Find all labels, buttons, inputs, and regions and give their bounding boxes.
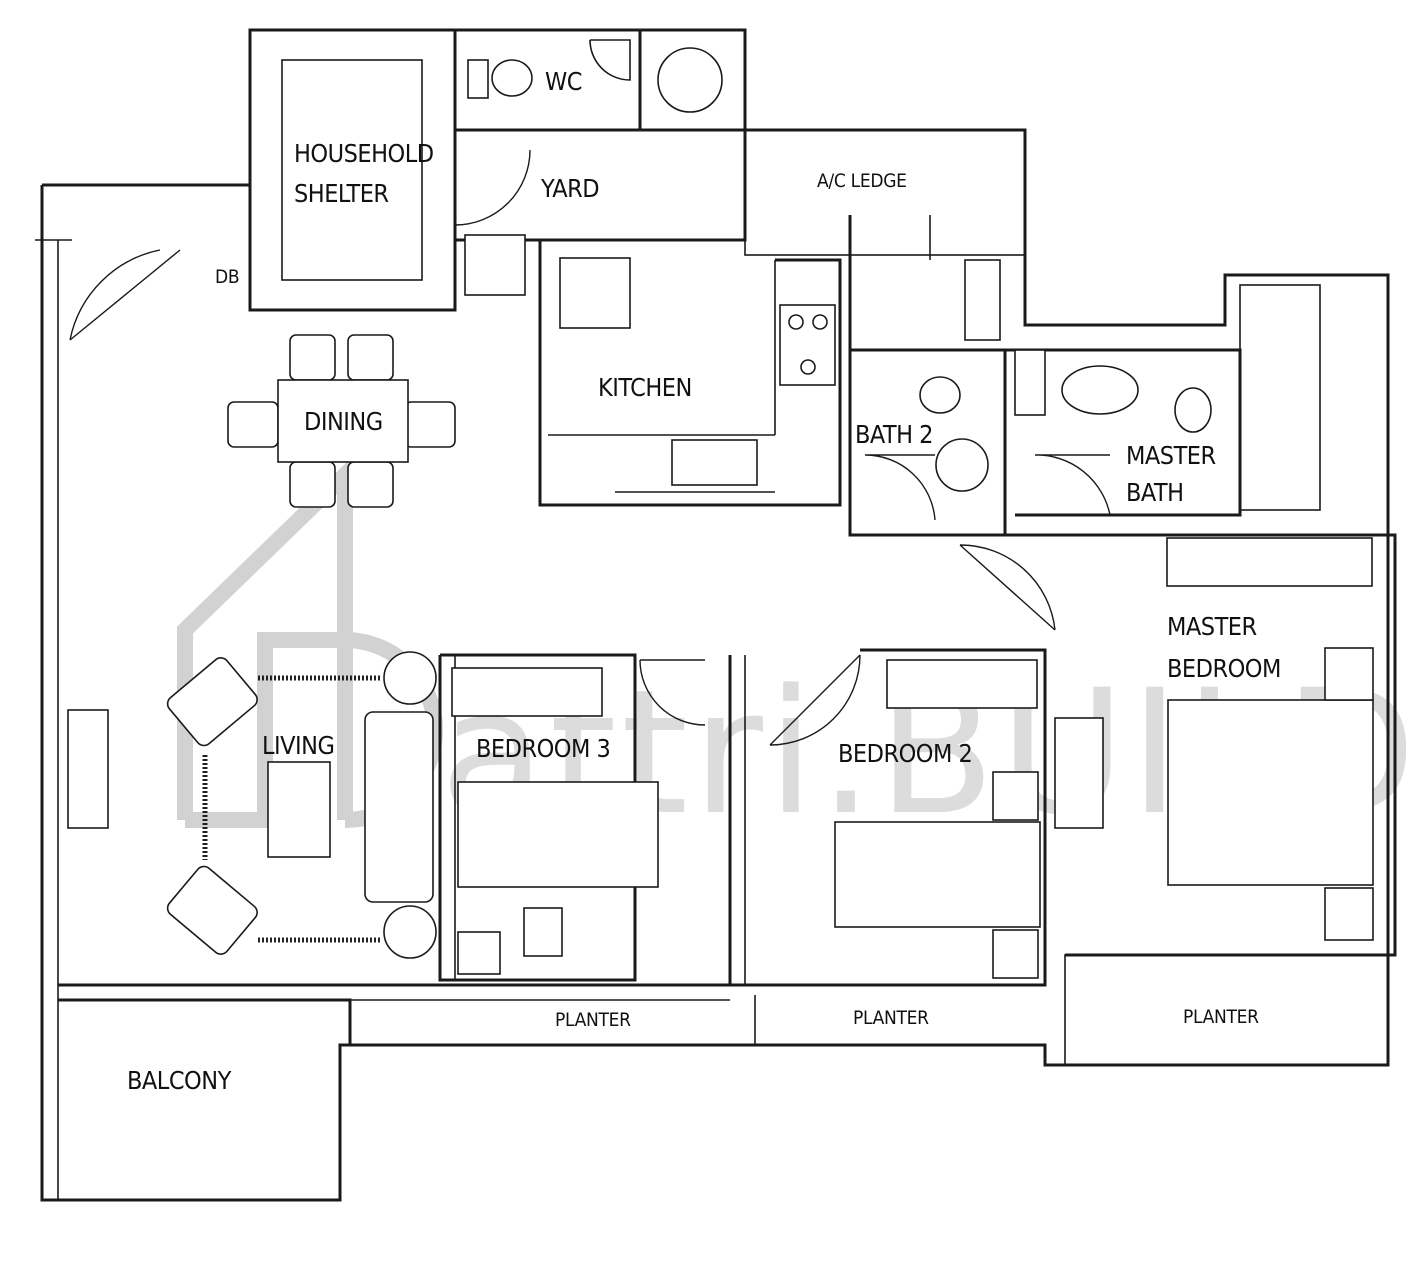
- burner-icon: [812, 314, 828, 330]
- dining-chair: [404, 401, 456, 448]
- bedroom3-desk-chair: [523, 907, 563, 957]
- burner-icon: [788, 314, 804, 330]
- coffee-table: [267, 761, 331, 858]
- bath2-door: [864, 454, 936, 521]
- yard-door: [454, 149, 531, 226]
- armchair: [166, 657, 258, 747]
- label-shelter: SHELTER: [294, 179, 389, 208]
- doors: [69, 149, 1111, 746]
- label-ac-ledge: A/C LEDGE: [817, 170, 907, 192]
- bath2-basin: [919, 376, 961, 414]
- label-planter-1: PLANTER: [555, 1009, 631, 1031]
- bath2-toilet: [935, 438, 989, 492]
- bedroom2-desk: [1054, 717, 1104, 829]
- master-wardrobe: [1166, 537, 1373, 587]
- washer: [464, 234, 526, 296]
- label-living: LIVING: [262, 731, 334, 760]
- label-bedroom3: BEDROOM 3: [476, 734, 610, 763]
- room-labels: HOUSEHOLD SHELTER WC YARD A/C LEDGE DB K…: [127, 67, 1281, 1095]
- armchair: [166, 865, 258, 955]
- label-master-bedroom-1: MASTER: [1167, 612, 1257, 641]
- master-bed: [1167, 699, 1374, 886]
- bedroom3-lamp: [457, 931, 501, 975]
- dining-chair: [227, 401, 279, 448]
- label-yard: YARD: [540, 174, 599, 203]
- label-household: HOUSEHOLD: [294, 139, 434, 168]
- bedroom2-bed: [834, 821, 1041, 928]
- sofa: [364, 711, 434, 903]
- entrance-door: [69, 249, 181, 341]
- furniture: [67, 39, 1374, 979]
- sink: [671, 439, 758, 486]
- label-kitchen: KITCHEN: [598, 373, 692, 402]
- master-bedroom-door: [959, 544, 1056, 631]
- master-bath-toilet: [1174, 387, 1212, 433]
- master-nightstand: [1324, 647, 1374, 701]
- water-heater: [657, 47, 723, 113]
- label-master-bath-1: MASTER: [1126, 441, 1216, 470]
- dining-chair: [347, 334, 394, 381]
- label-master-bath-2: BATH: [1126, 478, 1184, 507]
- label-planter-3: PLANTER: [1183, 1006, 1259, 1028]
- walls: [35, 28, 1397, 1202]
- bedroom2-door: [769, 654, 861, 746]
- burner-icon: [800, 359, 816, 375]
- dining-table: [277, 379, 409, 463]
- bedroom3-wardrobe: [451, 667, 603, 717]
- bedroom2-nightstand: [992, 929, 1039, 979]
- label-bedroom2: BEDROOM 2: [838, 739, 972, 768]
- tv-console: [67, 709, 109, 829]
- label-planter-2: PLANTER: [853, 1007, 929, 1029]
- bedroom3-bed: [457, 781, 659, 888]
- bedroom2-wardrobe: [886, 659, 1038, 709]
- dining-chair: [289, 461, 336, 508]
- dining-chair: [347, 461, 394, 508]
- dining-chair: [289, 334, 336, 381]
- label-bath2: BATH 2: [855, 420, 933, 449]
- side-table: [383, 905, 437, 959]
- label-master-bedroom-2: BEDROOM: [1167, 654, 1281, 683]
- side-table: [383, 651, 437, 705]
- wc-cistern: [467, 59, 489, 99]
- master-bath-tub: [1061, 365, 1139, 415]
- hob: [779, 304, 836, 386]
- fridge: [559, 257, 631, 329]
- label-dining: DINING: [304, 407, 383, 436]
- bedroom3-door: [639, 659, 706, 726]
- master-nightstand: [1324, 887, 1374, 941]
- master-bath-shower: [1014, 349, 1046, 416]
- wc-toilet: [491, 59, 533, 97]
- bedroom2-nightstand: [992, 771, 1039, 821]
- bath2-shower: [964, 259, 1001, 341]
- master-bath-door: [1034, 454, 1111, 516]
- label-db: DB: [215, 266, 239, 288]
- label-balcony: BALCONY: [127, 1066, 232, 1095]
- label-wc: WC: [545, 67, 582, 96]
- wc-shower: [589, 39, 631, 81]
